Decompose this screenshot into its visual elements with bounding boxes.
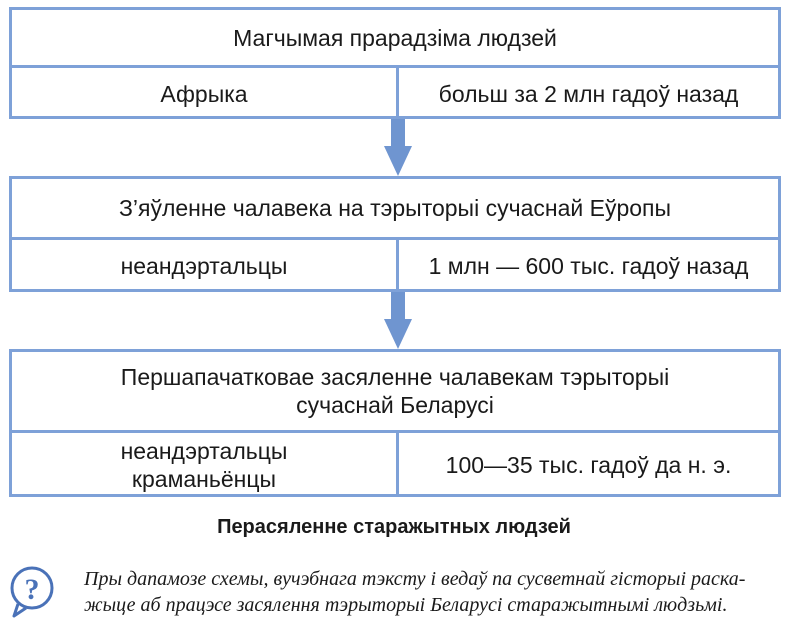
- block-title: Магчымая прарадзіма людзей: [12, 10, 778, 68]
- block-title-text: З’яўленне чалавека на тэрыторыі сучаснай…: [118, 195, 672, 221]
- scheme-block-europe: З’яўленне чалавека на тэрыторыі сучаснай…: [9, 176, 781, 292]
- scheme-block-belarus: Першапачатковае засяленне чалавекам тэры…: [9, 349, 781, 497]
- region-text: Афрыка: [160, 80, 248, 107]
- time-text: 100—35 тыс. гадоў да н. э.: [445, 452, 732, 478]
- block-people: неандэртальцы: [12, 240, 399, 292]
- people-line1: неандэртальцы: [120, 438, 288, 464]
- arrow-down-icon: [384, 292, 412, 349]
- question-mark-icon: ?: [10, 566, 54, 618]
- block-time: 1 млн — 600 тыс. гадоў назад: [399, 240, 778, 292]
- people-line2: краманьёнцы: [131, 466, 277, 492]
- scheme-block-origin: Магчымая прарадзіма людзей Афрыка больш …: [9, 7, 781, 119]
- block-region: Афрыка: [12, 68, 399, 119]
- svg-text:?: ?: [25, 573, 40, 606]
- block-title: З’яўленне чалавека на тэрыторыі сучаснай…: [12, 179, 778, 240]
- block-details: Афрыка больш за 2 млн гадоў назад: [12, 68, 778, 119]
- block-title-line2: сучаснай Беларусі: [296, 392, 494, 418]
- block-title: Першапачатковае засяленне чалавекам тэры…: [12, 352, 778, 433]
- block-people: неандэртальцы краманьёнцы: [12, 433, 399, 497]
- people-text: неандэртальцы: [120, 253, 288, 279]
- task-line2: жыце аб працэсе засялення тэрыторыі Бела…: [84, 594, 728, 616]
- arrow-down-icon: [384, 119, 412, 176]
- task-line1: Пры дапамозе схемы, вучэбнага тэксту і в…: [84, 568, 746, 590]
- time-text: 1 млн — 600 тыс. гадоў назад: [428, 253, 749, 279]
- block-details: неандэртальцы 1 млн — 600 тыс. гадоў наз…: [12, 240, 778, 292]
- block-time: больш за 2 млн гадоў назад: [399, 68, 778, 119]
- block-details: неандэртальцы краманьёнцы 100—35 тыс. га…: [12, 433, 778, 497]
- task-text: Пры дапамозе схемы, вучэбнага тэксту і в…: [84, 566, 784, 618]
- scheme-caption: Перасяленне старажытных людзей: [217, 516, 571, 538]
- block-time: 100—35 тыс. гадоў да н. э.: [399, 433, 778, 497]
- block-title-text: Магчымая прарадзіма людзей: [233, 24, 557, 51]
- block-title-line1: Першапачатковае засяленне чалавекам тэры…: [120, 364, 670, 390]
- time-text: больш за 2 млн гадоў назад: [438, 80, 739, 107]
